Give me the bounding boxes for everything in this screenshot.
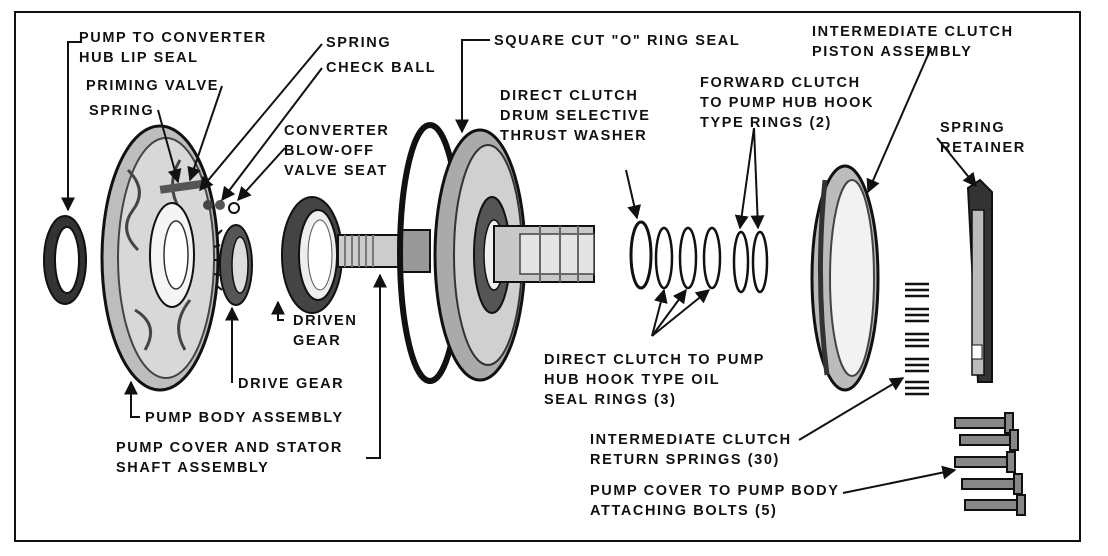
- stator-shaft-part: [337, 229, 431, 273]
- label-direct-clutch-thrust-washer: DIRECT CLUTCH DRUM SELECTIVE THRUST WASH…: [500, 88, 651, 144]
- pump-body-part: [100, 124, 220, 392]
- label-converter-blowoff-valve-seat: CONVERTER BLOW-OFF VALVE SEAT: [284, 123, 390, 179]
- valve-parts: [203, 200, 240, 214]
- oil-seal-rings-part: [654, 226, 722, 290]
- label-spring-left: SPRING: [89, 103, 155, 119]
- label-intermediate-clutch-piston: INTERMEDIATE CLUTCH PISTON ASSEMBLY: [812, 24, 1014, 60]
- label-spring-retainer: SPRING RETAINER: [940, 120, 1026, 156]
- diagram-frame: [14, 11, 1081, 542]
- label-direct-clutch-oil-seal-rings: DIRECT CLUTCH TO PUMP HUB HOOK TYPE OIL …: [544, 352, 766, 408]
- lip-seal-part: [43, 215, 87, 305]
- intermediate-piston-part: [810, 164, 880, 392]
- label-pump-converter-hub-lip-seal: PUMP TO CONVERTER HUB LIP SEAL: [79, 30, 267, 66]
- pump-cover-part: [433, 128, 595, 382]
- label-check-ball: CHECK BALL: [326, 60, 437, 76]
- label-square-cut-o-ring-seal: SQUARE CUT "O" RING SEAL: [494, 33, 741, 49]
- label-priming-valve: PRIMING VALVE: [86, 78, 220, 94]
- forward-clutch-rings-part: [732, 230, 769, 294]
- label-intermediate-return-springs: INTERMEDIATE CLUTCH RETURN SPRINGS (30): [590, 432, 792, 468]
- label-pump-body-assembly: PUMP BODY ASSEMBLY: [145, 410, 344, 426]
- label-forward-clutch-rings: FORWARD CLUTCH TO PUMP HUB HOOK TYPE RIN…: [700, 75, 875, 131]
- label-drive-gear: DRIVE GEAR: [238, 376, 345, 392]
- label-spring-top: SPRING: [326, 35, 392, 51]
- label-pump-cover-stator-shaft: PUMP COVER AND STATOR SHAFT ASSEMBLY: [116, 440, 343, 476]
- return-springs-part: [905, 282, 929, 396]
- bolts-part: [954, 412, 1026, 516]
- label-pump-cover-bolts: PUMP COVER TO PUMP BODY ATTACHING BOLTS …: [590, 483, 840, 519]
- spring-retainer-part: [966, 178, 993, 383]
- drive-gear-part: [213, 224, 253, 306]
- driven-gear-part: [281, 196, 343, 314]
- label-driven-gear: DRIVEN GEAR: [293, 313, 358, 349]
- leader-lines: [61, 39, 977, 494]
- thrust-washer-part: [629, 220, 653, 290]
